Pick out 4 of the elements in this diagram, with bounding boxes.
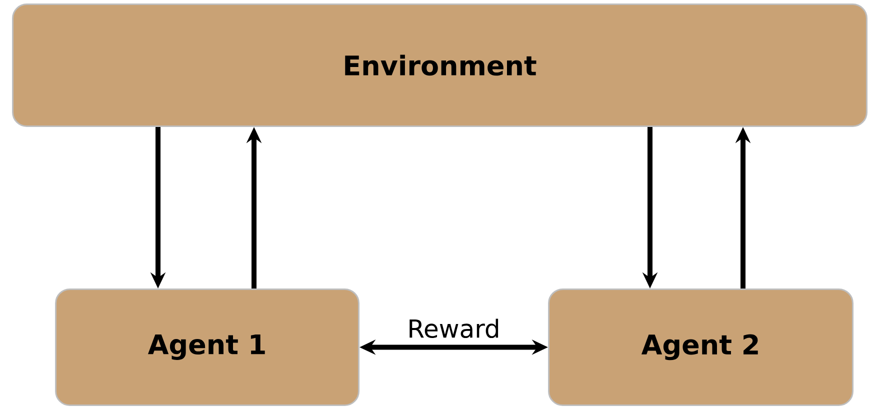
agent-box: Agent 2 [548,288,854,406]
agent-box: Agent 1 [55,288,360,406]
environment-box: Environment [12,4,868,127]
edge-label: Reward [406,318,502,340]
